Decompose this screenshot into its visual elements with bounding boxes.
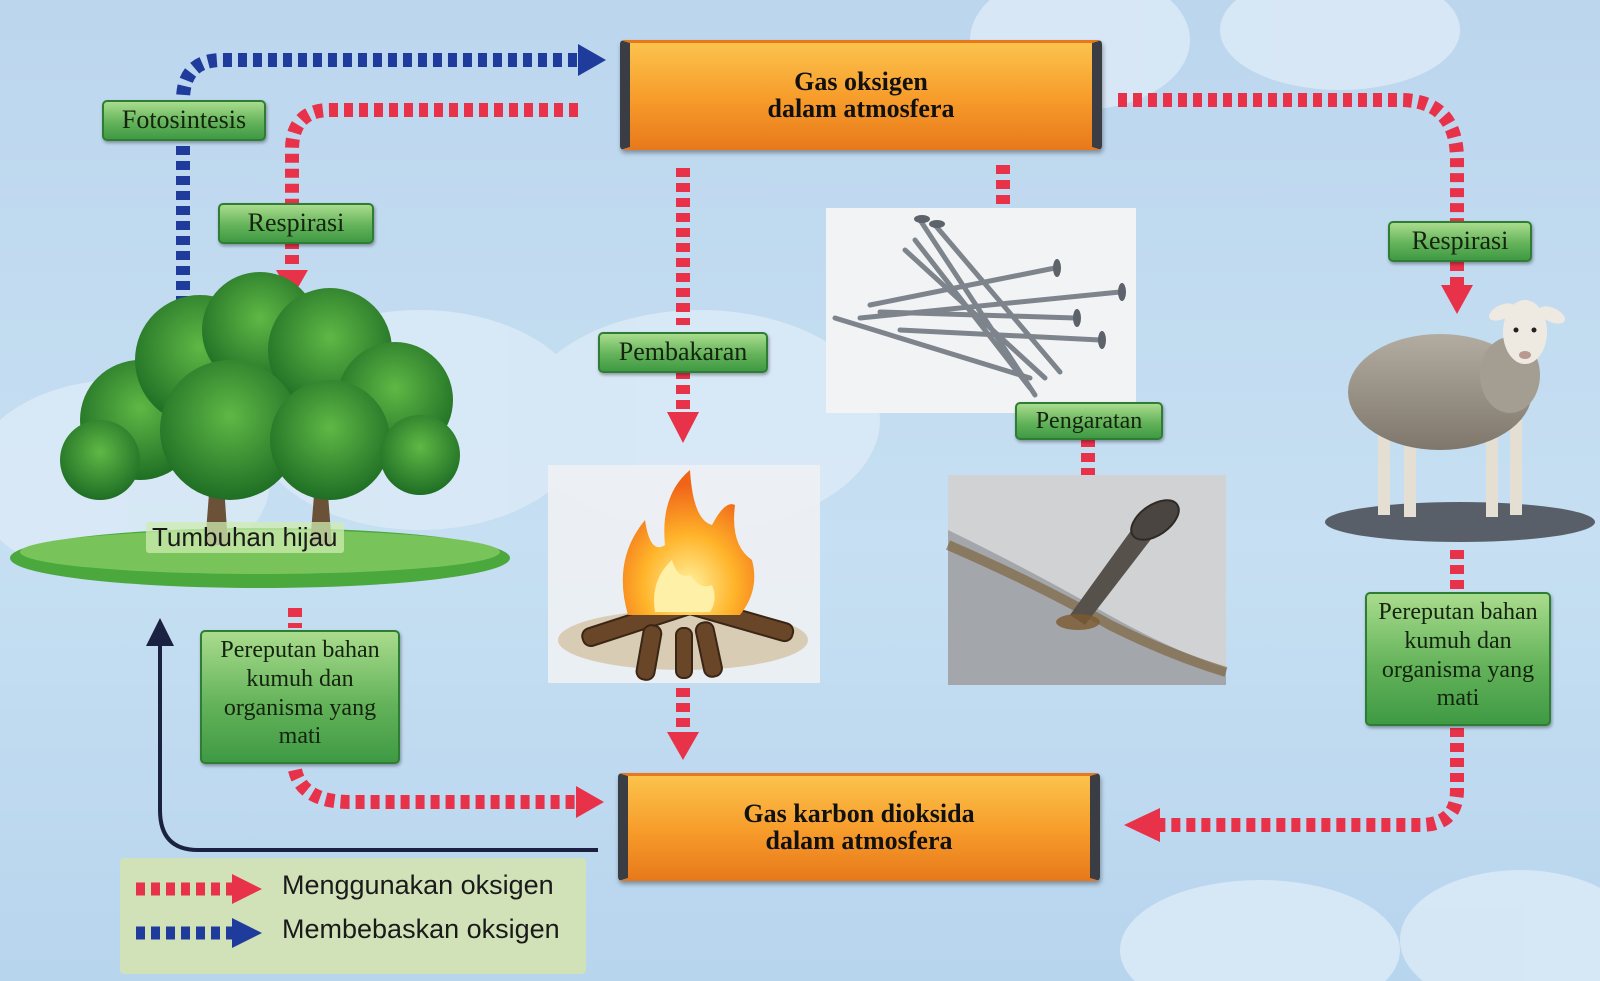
uses-oxygen-arrows [285,93,1464,832]
oxygen-atmosphere-line1: Gas oksigen [794,66,928,96]
legend: Menggunakan oksigen Membebaskan oksigen [120,858,586,974]
legend-row-releases-oxygen: Membebaskan oksigen [134,910,574,950]
arrow-oxygen-to-animal-respiration [1118,93,1464,222]
label-pereputan-left: Pereputan bahan kumuh dan organisma yang… [200,630,400,764]
label-pereputan-right: Pereputan bahan kumuh dan organisma yang… [1365,592,1551,726]
releases-oxygen-arrow [176,44,606,305]
carbon-dioxide-atmosphere-line2: dalam atmosfera [765,826,953,855]
carbon-dioxide-atmosphere-box: Gas karbon dioksida dalam atmosfera [618,773,1100,881]
label-respirasi-animal: Respirasi [1388,221,1532,262]
legend-releases-oxygen-label: Membebaskan oksigen [282,914,560,944]
arrow-decomposition-to-co2-right [1158,728,1464,832]
label-pembakaran: Pembakaran [598,332,768,373]
legend-blue-arrow-icon [136,918,262,948]
oxygen-atmosphere-line2: dalam atmosfera [767,94,955,123]
carbon-dioxide-atmosphere-line1: Gas karbon dioksida [743,798,975,828]
label-pengaratan: Pengaratan [1015,402,1163,441]
legend-row-uses-oxygen: Menggunakan oksigen [134,866,574,906]
legend-uses-oxygen-label: Menggunakan oksigen [282,870,554,900]
oxygen-atmosphere-box: Gas oksigen dalam atmosfera [620,40,1102,150]
campfire-illustration [548,465,820,683]
label-tumbuhan-hijau: Tumbuhan hijau [146,522,344,553]
iron-nails-illustration [826,208,1136,413]
label-fotosintesis: Fotosintesis [102,100,266,141]
green-plants-illustration [10,272,510,588]
legend-red-arrow-icon [136,874,262,904]
label-respirasi-plant: Respirasi [218,203,374,244]
rusty-nail-illustration [946,475,1228,685]
arrow-oxygen-to-plant-respiration [285,103,578,205]
sheep-illustration [1325,300,1595,542]
arrow-decomposition-to-co2-left [288,768,578,809]
co2-to-plant-arrow [146,618,598,852]
